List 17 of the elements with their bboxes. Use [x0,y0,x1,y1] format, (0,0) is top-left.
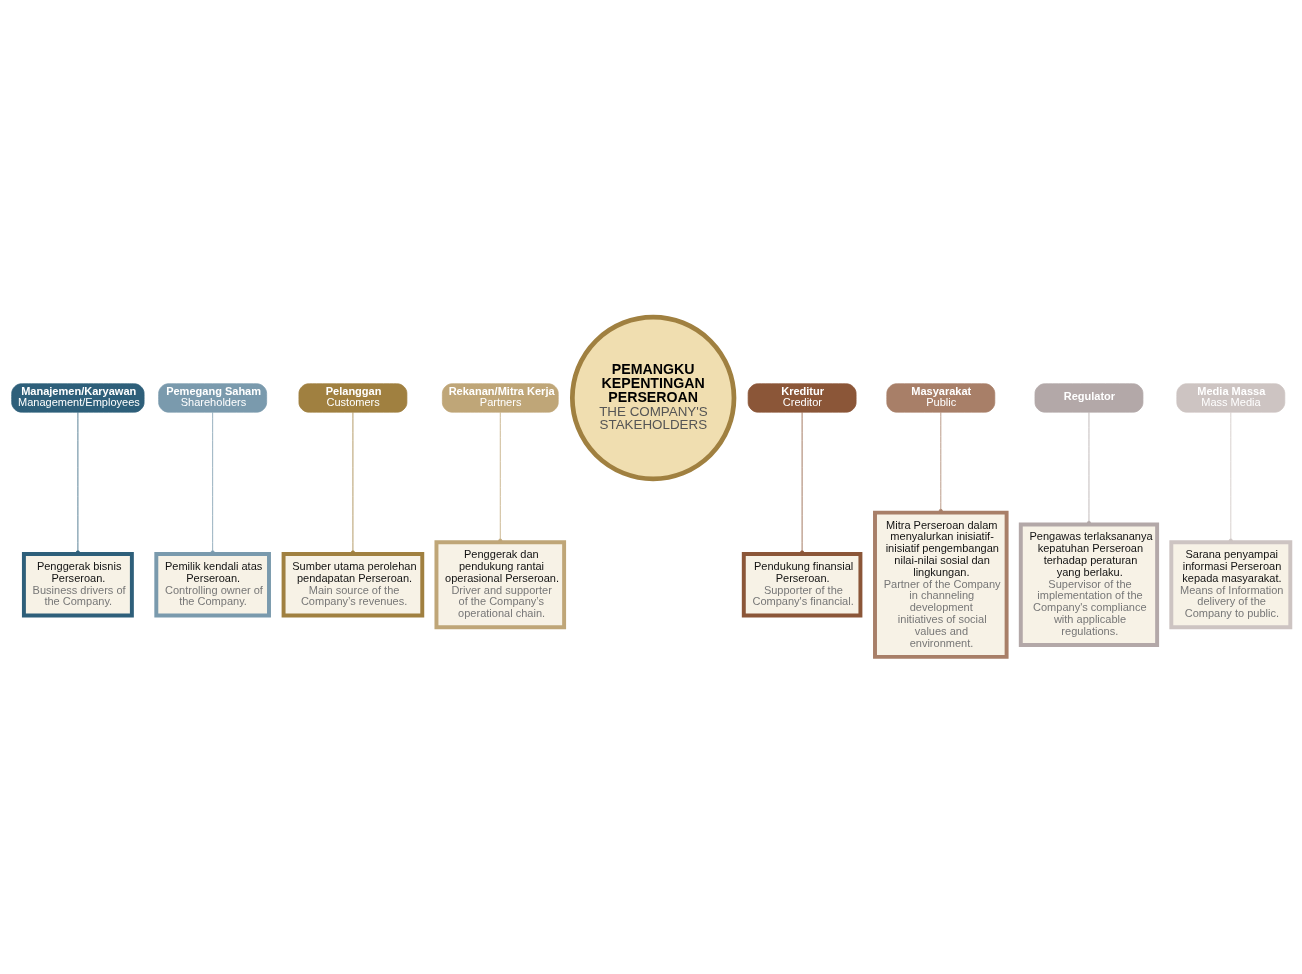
connector [498,411,503,543]
connector [800,411,805,555]
connector [938,411,943,513]
connector [1228,411,1233,543]
node-box: Pelanggan Customers [298,383,408,413]
node-box: Kreditur Creditor [747,383,857,413]
connector [210,411,215,555]
node-box: Rekanan/Mitra Kerja Partners [441,383,559,413]
connector [75,411,80,555]
connector [1087,411,1091,525]
connector [350,411,355,555]
node-box: Manajemen/Karyawan Management/Employees [11,383,145,413]
node-box: Masyarakat Public [886,383,996,413]
node-box: Regulator [1034,383,1144,413]
node-box: Pemegang Saham Shareholders [158,383,268,413]
node-box: Media Massa Mass Media [1176,383,1286,413]
node-circle: PEMANGKU KEPENTINGAN PERSEROAN THE COMPANY'S STAKEHOLDERS [570,314,737,482]
